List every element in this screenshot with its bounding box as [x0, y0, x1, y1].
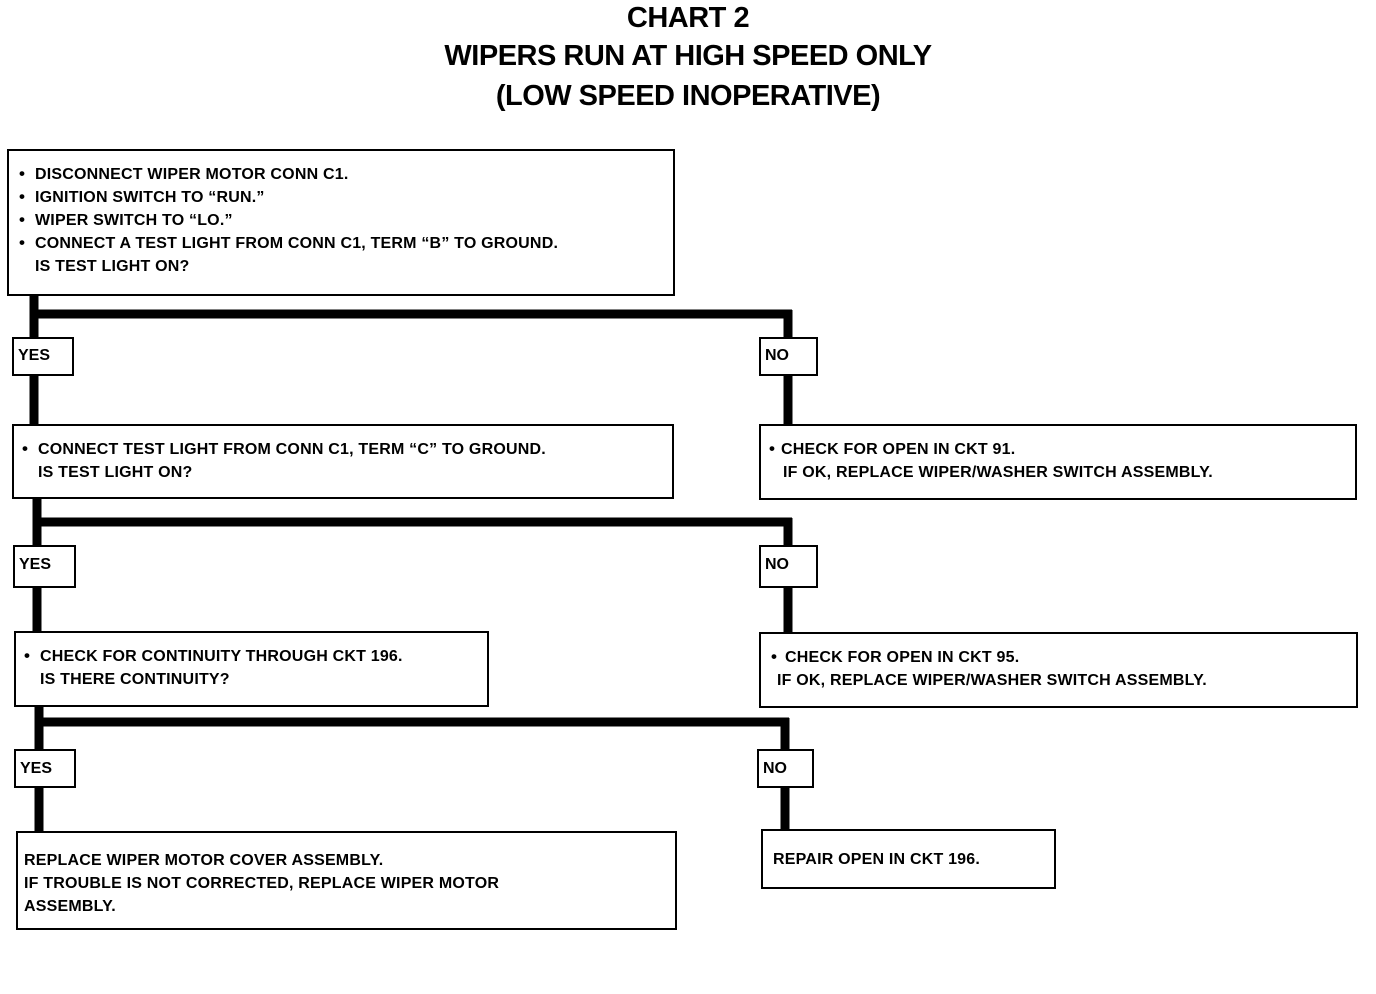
- result-yes-line: REPLACE WIPER MOTOR COVER ASSEMBLY.: [24, 852, 384, 869]
- no-label-3: NO: [757, 749, 814, 788]
- step-3-no-detail: IF OK, REPLACE WIPER/WASHER SWITCH ASSEM…: [777, 672, 1207, 689]
- step-1-box: DISCONNECT WIPER MOTOR CONN C1. IGNITION…: [7, 149, 675, 296]
- result-yes-line: IF TROUBLE IS NOT CORRECTED, REPLACE WIP…: [24, 875, 500, 892]
- step-3-bullet: CHECK FOR CONTINUITY THROUGH CKT 196.: [22, 644, 479, 668]
- step-3-no-bullet: CHECK FOR OPEN IN CKT 95.: [769, 645, 1346, 669]
- yes-label-2: YES: [13, 545, 76, 588]
- step-2-no-bullet: CHECK FOR OPEN IN CKT 91.: [767, 437, 1345, 461]
- step-3-bullets: CHECK FOR CONTINUITY THROUGH CKT 196.: [22, 644, 479, 668]
- chart-subtitle: (LOW SPEED INOPERATIVE): [495, 80, 881, 112]
- step-3-no-box: CHECK FOR OPEN IN CKT 95. IF OK, REPLACE…: [759, 632, 1358, 708]
- step-2-bullets: CONNECT TEST LIGHT FROM CONN C1, TERM “C…: [20, 437, 662, 461]
- yes-label-1: YES: [12, 337, 74, 376]
- yes-label-3: YES: [14, 749, 76, 788]
- step-2-no-box: CHECK FOR OPEN IN CKT 91. IF OK, REPLACE…: [759, 424, 1357, 500]
- step-3-no-bullets: CHECK FOR OPEN IN CKT 95.: [769, 645, 1346, 669]
- result-yes-line: ASSEMBLY.: [24, 898, 116, 915]
- step-1-bullet: IGNITION SWITCH TO “RUN.”: [17, 185, 663, 209]
- chart-title: WIPERS RUN AT HIGH SPEED ONLY: [444, 40, 932, 72]
- step-1-bullet: WIPER SWITCH TO “LO.”: [17, 208, 663, 232]
- no-label-1: NO: [759, 337, 818, 376]
- step-1-bullets: DISCONNECT WIPER MOTOR CONN C1. IGNITION…: [17, 162, 663, 255]
- result-no-line: REPAIR OPEN IN CKT 196.: [773, 851, 981, 868]
- step-3-question: IS THERE CONTINUITY?: [40, 671, 230, 688]
- step-1-bullet: DISCONNECT WIPER MOTOR CONN C1.: [17, 162, 663, 186]
- step-2-no-bullets: CHECK FOR OPEN IN CKT 91.: [767, 437, 1345, 461]
- step-1-question: IS TEST LIGHT ON?: [35, 258, 190, 275]
- step-2-question: IS TEST LIGHT ON?: [38, 464, 193, 481]
- step-3-box: CHECK FOR CONTINUITY THROUGH CKT 196. IS…: [14, 631, 489, 707]
- step-1-bullet: CONNECT A TEST LIGHT FROM CONN C1, TERM …: [17, 231, 663, 255]
- step-2-box: CONNECT TEST LIGHT FROM CONN C1, TERM “C…: [12, 424, 674, 499]
- step-2-bullet: CONNECT TEST LIGHT FROM CONN C1, TERM “C…: [20, 437, 662, 461]
- no-label-2: NO: [759, 545, 818, 588]
- result-no-box: REPAIR OPEN IN CKT 196.: [761, 829, 1056, 889]
- result-yes-box: REPLACE WIPER MOTOR COVER ASSEMBLY. IF T…: [16, 831, 677, 930]
- step-2-no-detail: IF OK, REPLACE WIPER/WASHER SWITCH ASSEM…: [783, 464, 1213, 481]
- chart-number: CHART 2: [626, 2, 750, 34]
